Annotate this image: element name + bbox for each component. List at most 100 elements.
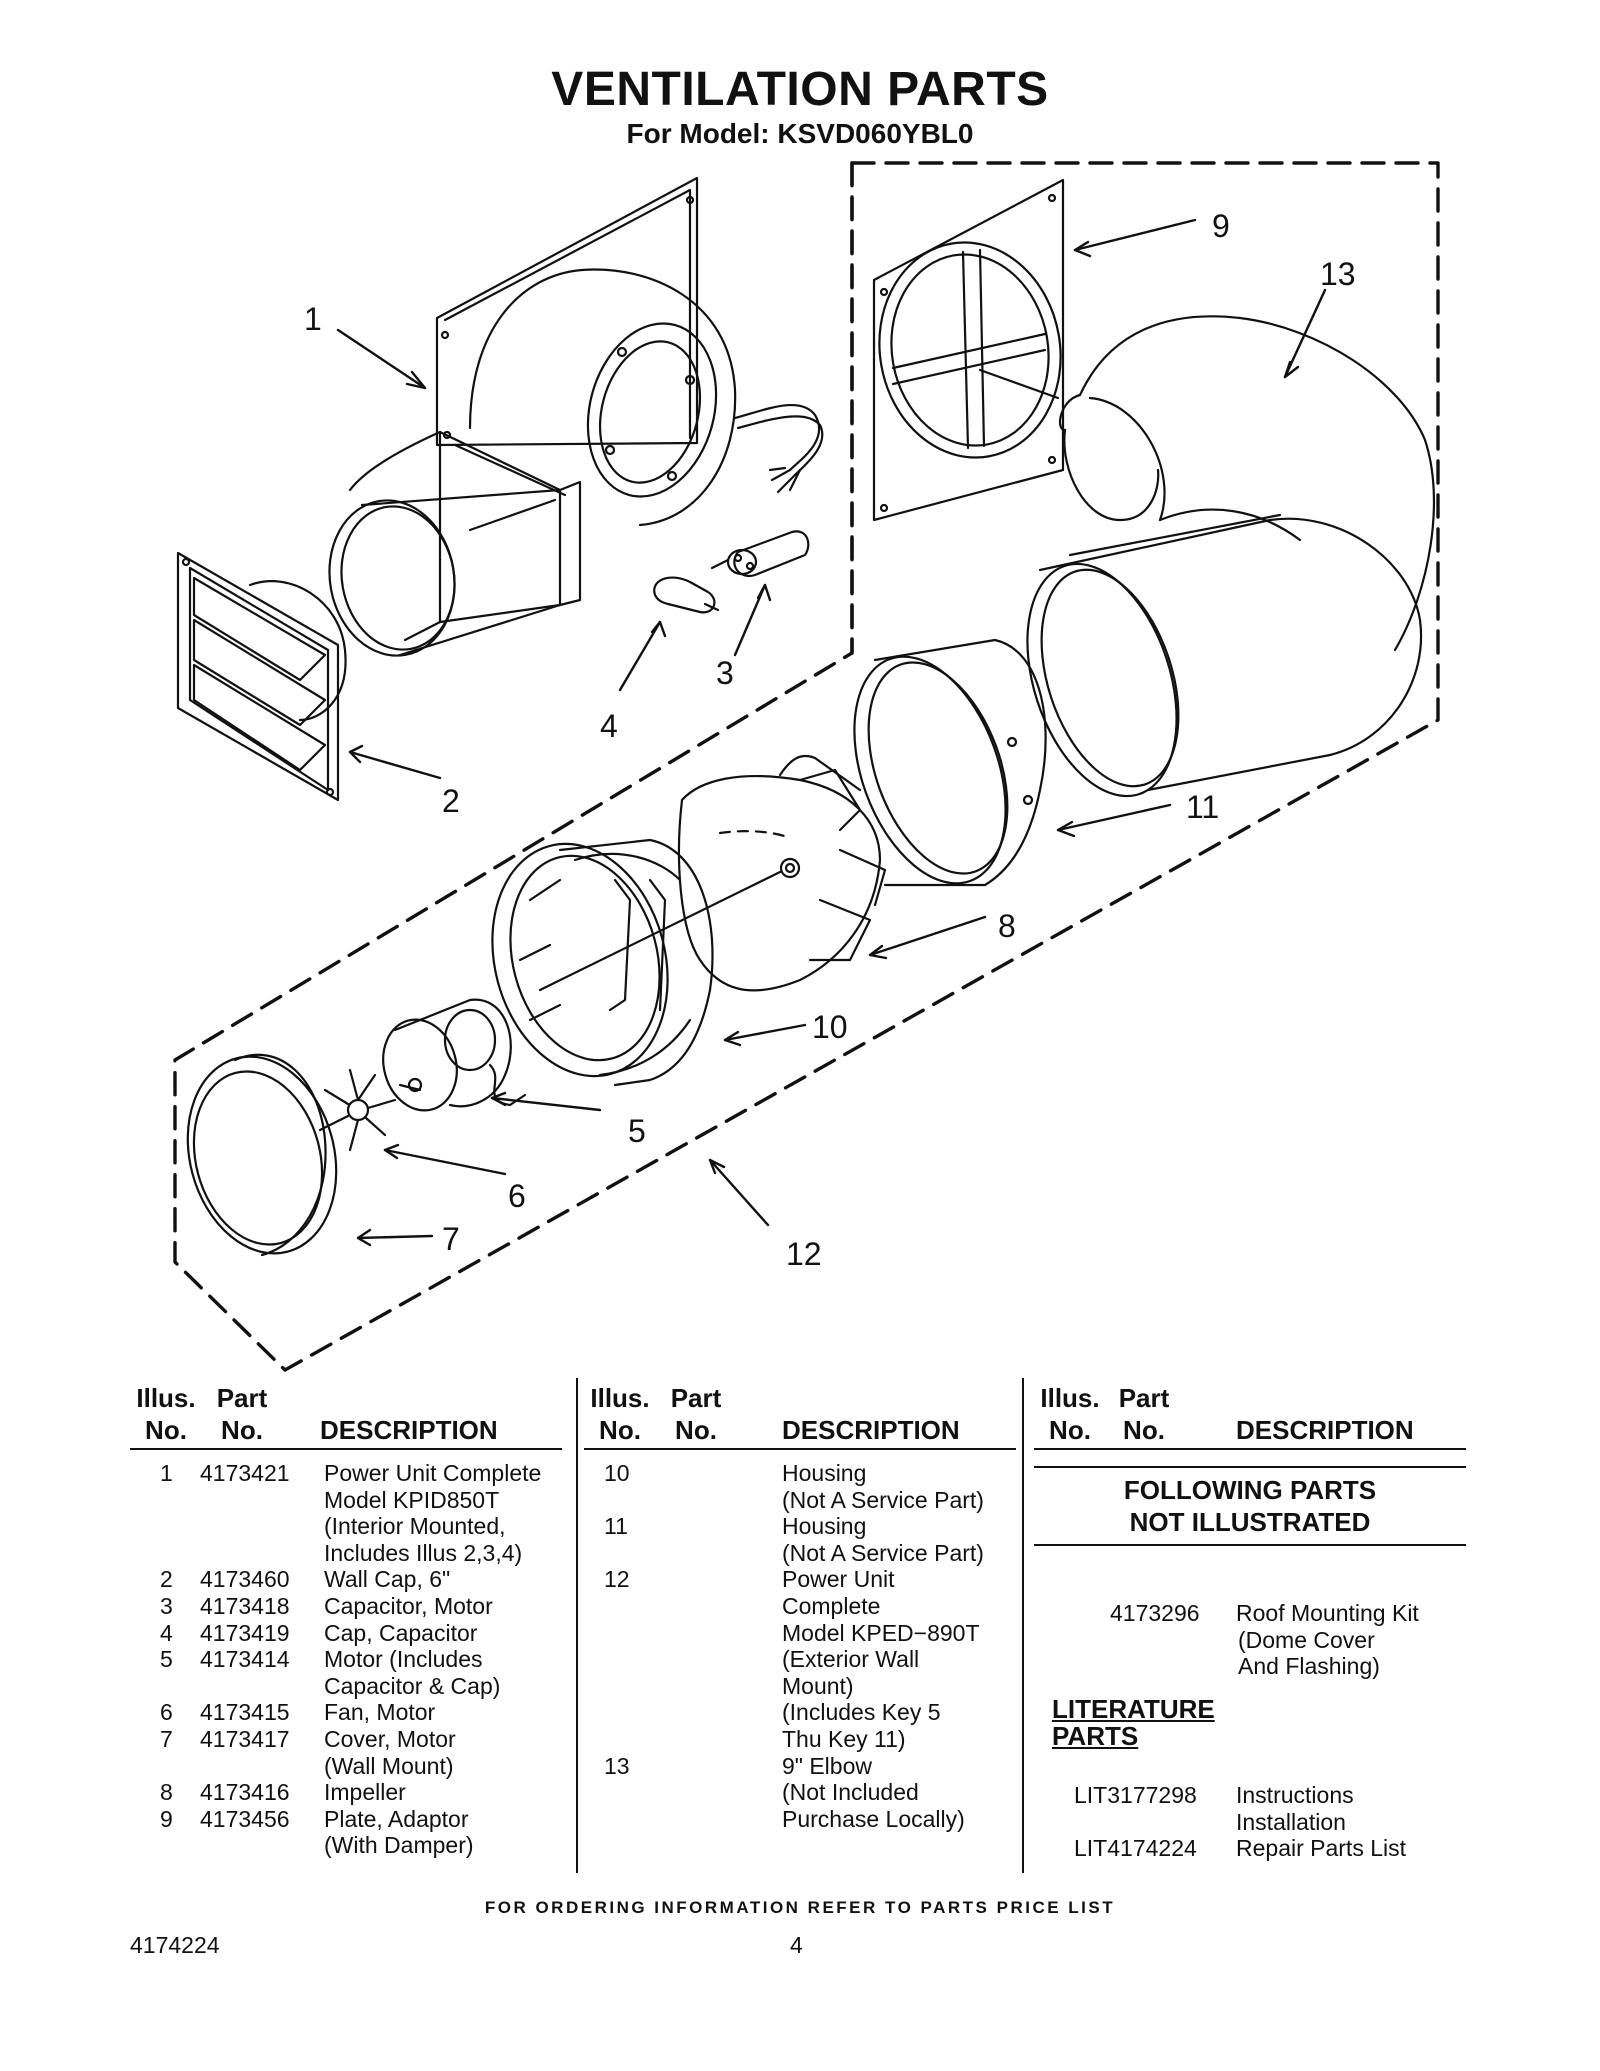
description-line: Fan, Motor: [324, 1699, 436, 1726]
illus-no: 7: [160, 1726, 173, 1752]
callout-4: 4: [600, 708, 618, 744]
exterior-unit-boundary: [173, 161, 1440, 1372]
description-line: And Flashing): [1238, 1653, 1380, 1680]
callout-13: 13: [1320, 256, 1356, 292]
description-line: Housing: [782, 1513, 867, 1540]
description-line: Power Unit: [782, 1566, 895, 1593]
col1-header-part: Part: [216, 1383, 268, 1413]
col2-header-illus: Illus.: [590, 1383, 650, 1413]
description-line: Purchase Locally): [782, 1805, 965, 1832]
col3-header-rule: [1034, 1448, 1466, 1450]
document-number: 4174224: [130, 1932, 220, 1958]
illus-no: 1: [160, 1460, 173, 1486]
description-line: Motor (Includes: [324, 1646, 483, 1673]
description-line: (With Damper): [324, 1832, 474, 1859]
part-4-cap: [653, 576, 720, 614]
col3-header-desc: DESCRIPTION: [1236, 1415, 1414, 1445]
part-2-wall-cap: [176, 551, 347, 802]
callout-3: 3: [716, 655, 734, 691]
part-no: LIT4174224: [1074, 1835, 1197, 1862]
illus-no: 11: [604, 1513, 628, 1540]
description-line: Housing: [782, 1460, 867, 1486]
callout-12: 12: [786, 1236, 822, 1272]
description-line: Plate, Adaptor: [324, 1805, 469, 1832]
callout-2: 2: [442, 783, 460, 819]
col1-header-part-no: No.: [221, 1415, 263, 1445]
description-line: Model KPED−890T: [782, 1619, 980, 1646]
not-illustrated-rule-top: [1034, 1466, 1466, 1468]
part-no: 4173421: [200, 1460, 290, 1486]
part-no: 4173419: [200, 1619, 290, 1646]
callout-9: 9: [1212, 208, 1230, 244]
col2-header-part: Part: [670, 1383, 722, 1413]
col2-header-desc: DESCRIPTION: [782, 1415, 960, 1445]
col-divider-2: [1022, 1378, 1024, 1873]
description-line: (Exterior Wall: [782, 1646, 920, 1673]
not-illustrated-heading-2: NOT ILLUSTRATED: [1129, 1507, 1371, 1537]
col2-header-part-no: No.: [675, 1415, 717, 1445]
exploded-parts-diagram: 1 2 3 4 5 6 7 8 9 10 11 12 13: [173, 161, 1440, 1372]
part-3-capacitor: [710, 530, 810, 578]
illus-no: 6: [160, 1699, 173, 1726]
col3-header-illus: Illus.: [1040, 1383, 1100, 1413]
part-9-adaptor-plate: [872, 178, 1065, 522]
description-line: Complete: [782, 1592, 881, 1619]
callout-numbers: 1 2 3 4 5 6 7 8 9 10 11 12 13: [304, 208, 1356, 1272]
page-number: 4: [790, 1932, 803, 1958]
col3-header-part: Part: [1118, 1383, 1170, 1413]
part-7-motor-cover: [186, 1053, 338, 1257]
description-line: (Dome Cover: [1238, 1626, 1375, 1653]
description-line: Model KPID850T: [324, 1486, 500, 1513]
callout-1: 1: [304, 301, 322, 337]
part-no: 4173416: [200, 1779, 290, 1806]
description-line: 9" Elbow: [782, 1752, 872, 1779]
leader-arrows: [336, 218, 1327, 1247]
col2-header-illus-no: No.: [599, 1415, 641, 1445]
description-line: Installation: [1236, 1808, 1346, 1835]
part-6-fan: [318, 1068, 397, 1152]
callout-7: 7: [442, 1221, 460, 1257]
callout-6: 6: [508, 1178, 526, 1214]
part-no: LIT3177298: [1074, 1782, 1197, 1808]
description-line: Cover, Motor: [324, 1726, 456, 1752]
description-line: Roof Mounting Kit: [1236, 1600, 1419, 1626]
illus-no: 8: [160, 1779, 173, 1806]
part-13-elbow: [1026, 315, 1435, 798]
part-no: 4173460: [200, 1566, 290, 1593]
description-line: (Wall Mount): [324, 1752, 454, 1779]
description-line: (Not A Service Part): [782, 1539, 984, 1566]
description-line: Cap, Capacitor: [324, 1619, 478, 1646]
col1-header-rule: [130, 1448, 562, 1450]
callout-8: 8: [998, 908, 1016, 944]
illus-no: 13: [604, 1752, 630, 1779]
part-no: 4173296: [1110, 1600, 1200, 1626]
description-line: Thu Key 11): [782, 1725, 906, 1752]
part-no: 4173414: [200, 1646, 290, 1673]
description-line: Wall Cap, 6": [324, 1566, 451, 1593]
illus-no: 4: [160, 1619, 173, 1646]
illus-no: 12: [604, 1566, 630, 1593]
col2-header-rule: [584, 1448, 1016, 1450]
illus-no: 10: [604, 1460, 630, 1486]
description-line: Includes Illus 2,3,4): [324, 1539, 523, 1566]
col3-header-part-no: No.: [1123, 1415, 1165, 1445]
part-1-power-unit: [328, 176, 824, 657]
col-divider-1: [576, 1378, 578, 1873]
description-line: Power Unit Complete: [324, 1460, 542, 1486]
col3-header-illus-no: No.: [1049, 1415, 1091, 1445]
part-10-housing: [491, 838, 714, 1087]
illus-no: 3: [160, 1593, 173, 1619]
description-line: Repair Parts List: [1236, 1835, 1407, 1862]
description-line: Mount): [782, 1672, 854, 1699]
part-5-motor: [382, 998, 527, 1112]
part-11-housing-ring: [853, 638, 1047, 887]
description-line: (Includes Key 5: [782, 1699, 941, 1726]
part-8-impeller: [677, 754, 887, 992]
description-line: Instructions: [1236, 1782, 1354, 1808]
callout-5: 5: [628, 1113, 646, 1149]
callout-10: 10: [812, 1009, 848, 1045]
not-illustrated-heading-1: FOLLOWING PARTS: [1123, 1475, 1377, 1505]
part-no: 4173417: [200, 1726, 290, 1752]
callout-11: 11: [1186, 789, 1219, 825]
part-no: 4173415: [200, 1699, 290, 1726]
